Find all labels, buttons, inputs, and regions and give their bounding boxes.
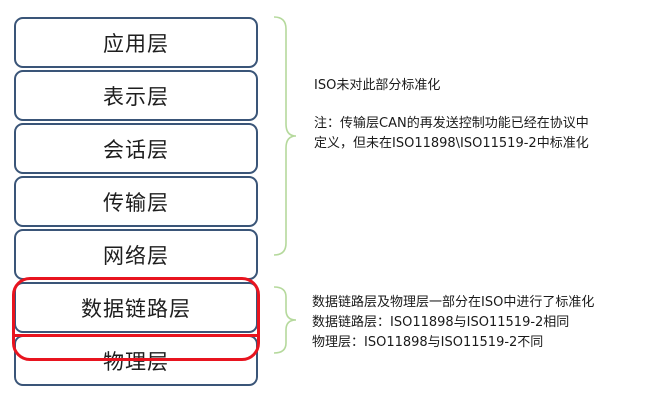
highlight-divider <box>12 334 260 337</box>
layer-data-link: 数据链路层 <box>14 282 258 333</box>
iso-not-standardized-note: ISO未对此部分标准化 <box>314 78 441 93</box>
datalink-note-line-1: 数据链路层及物理层一部分在ISO中进行了标准化 <box>312 295 595 310</box>
layer-presentation: 表示层 <box>14 70 258 121</box>
datalink-physical-note: 数据链路层及物理层一部分在ISO中进行了标准化 数据链路层：ISO11898与I… <box>312 293 594 353</box>
upper-bracket <box>273 16 297 256</box>
highlight-outline <box>12 277 260 361</box>
transport-note-line-1: 注：传输层CAN的再发送控制功能已经在协议中 <box>314 116 589 131</box>
layer-session: 会话层 <box>14 123 258 174</box>
layer-application: 应用层 <box>14 17 258 68</box>
transport-note: 注：传输层CAN的再发送控制功能已经在协议中 定义，但未在ISO11898\IS… <box>314 114 589 154</box>
datalink-note-line-2: 数据链路层：ISO11898与ISO11519-2相同 <box>312 315 570 330</box>
layer-network: 网络层 <box>14 229 258 280</box>
datalink-note-line-3: 物理层：ISO11898与ISO11519-2不同 <box>312 335 544 350</box>
layer-transport: 传输层 <box>14 176 258 227</box>
transport-note-line-2: 定义，但未在ISO11898\ISO11519-2中标准化 <box>314 136 589 151</box>
lower-bracket <box>273 286 297 354</box>
